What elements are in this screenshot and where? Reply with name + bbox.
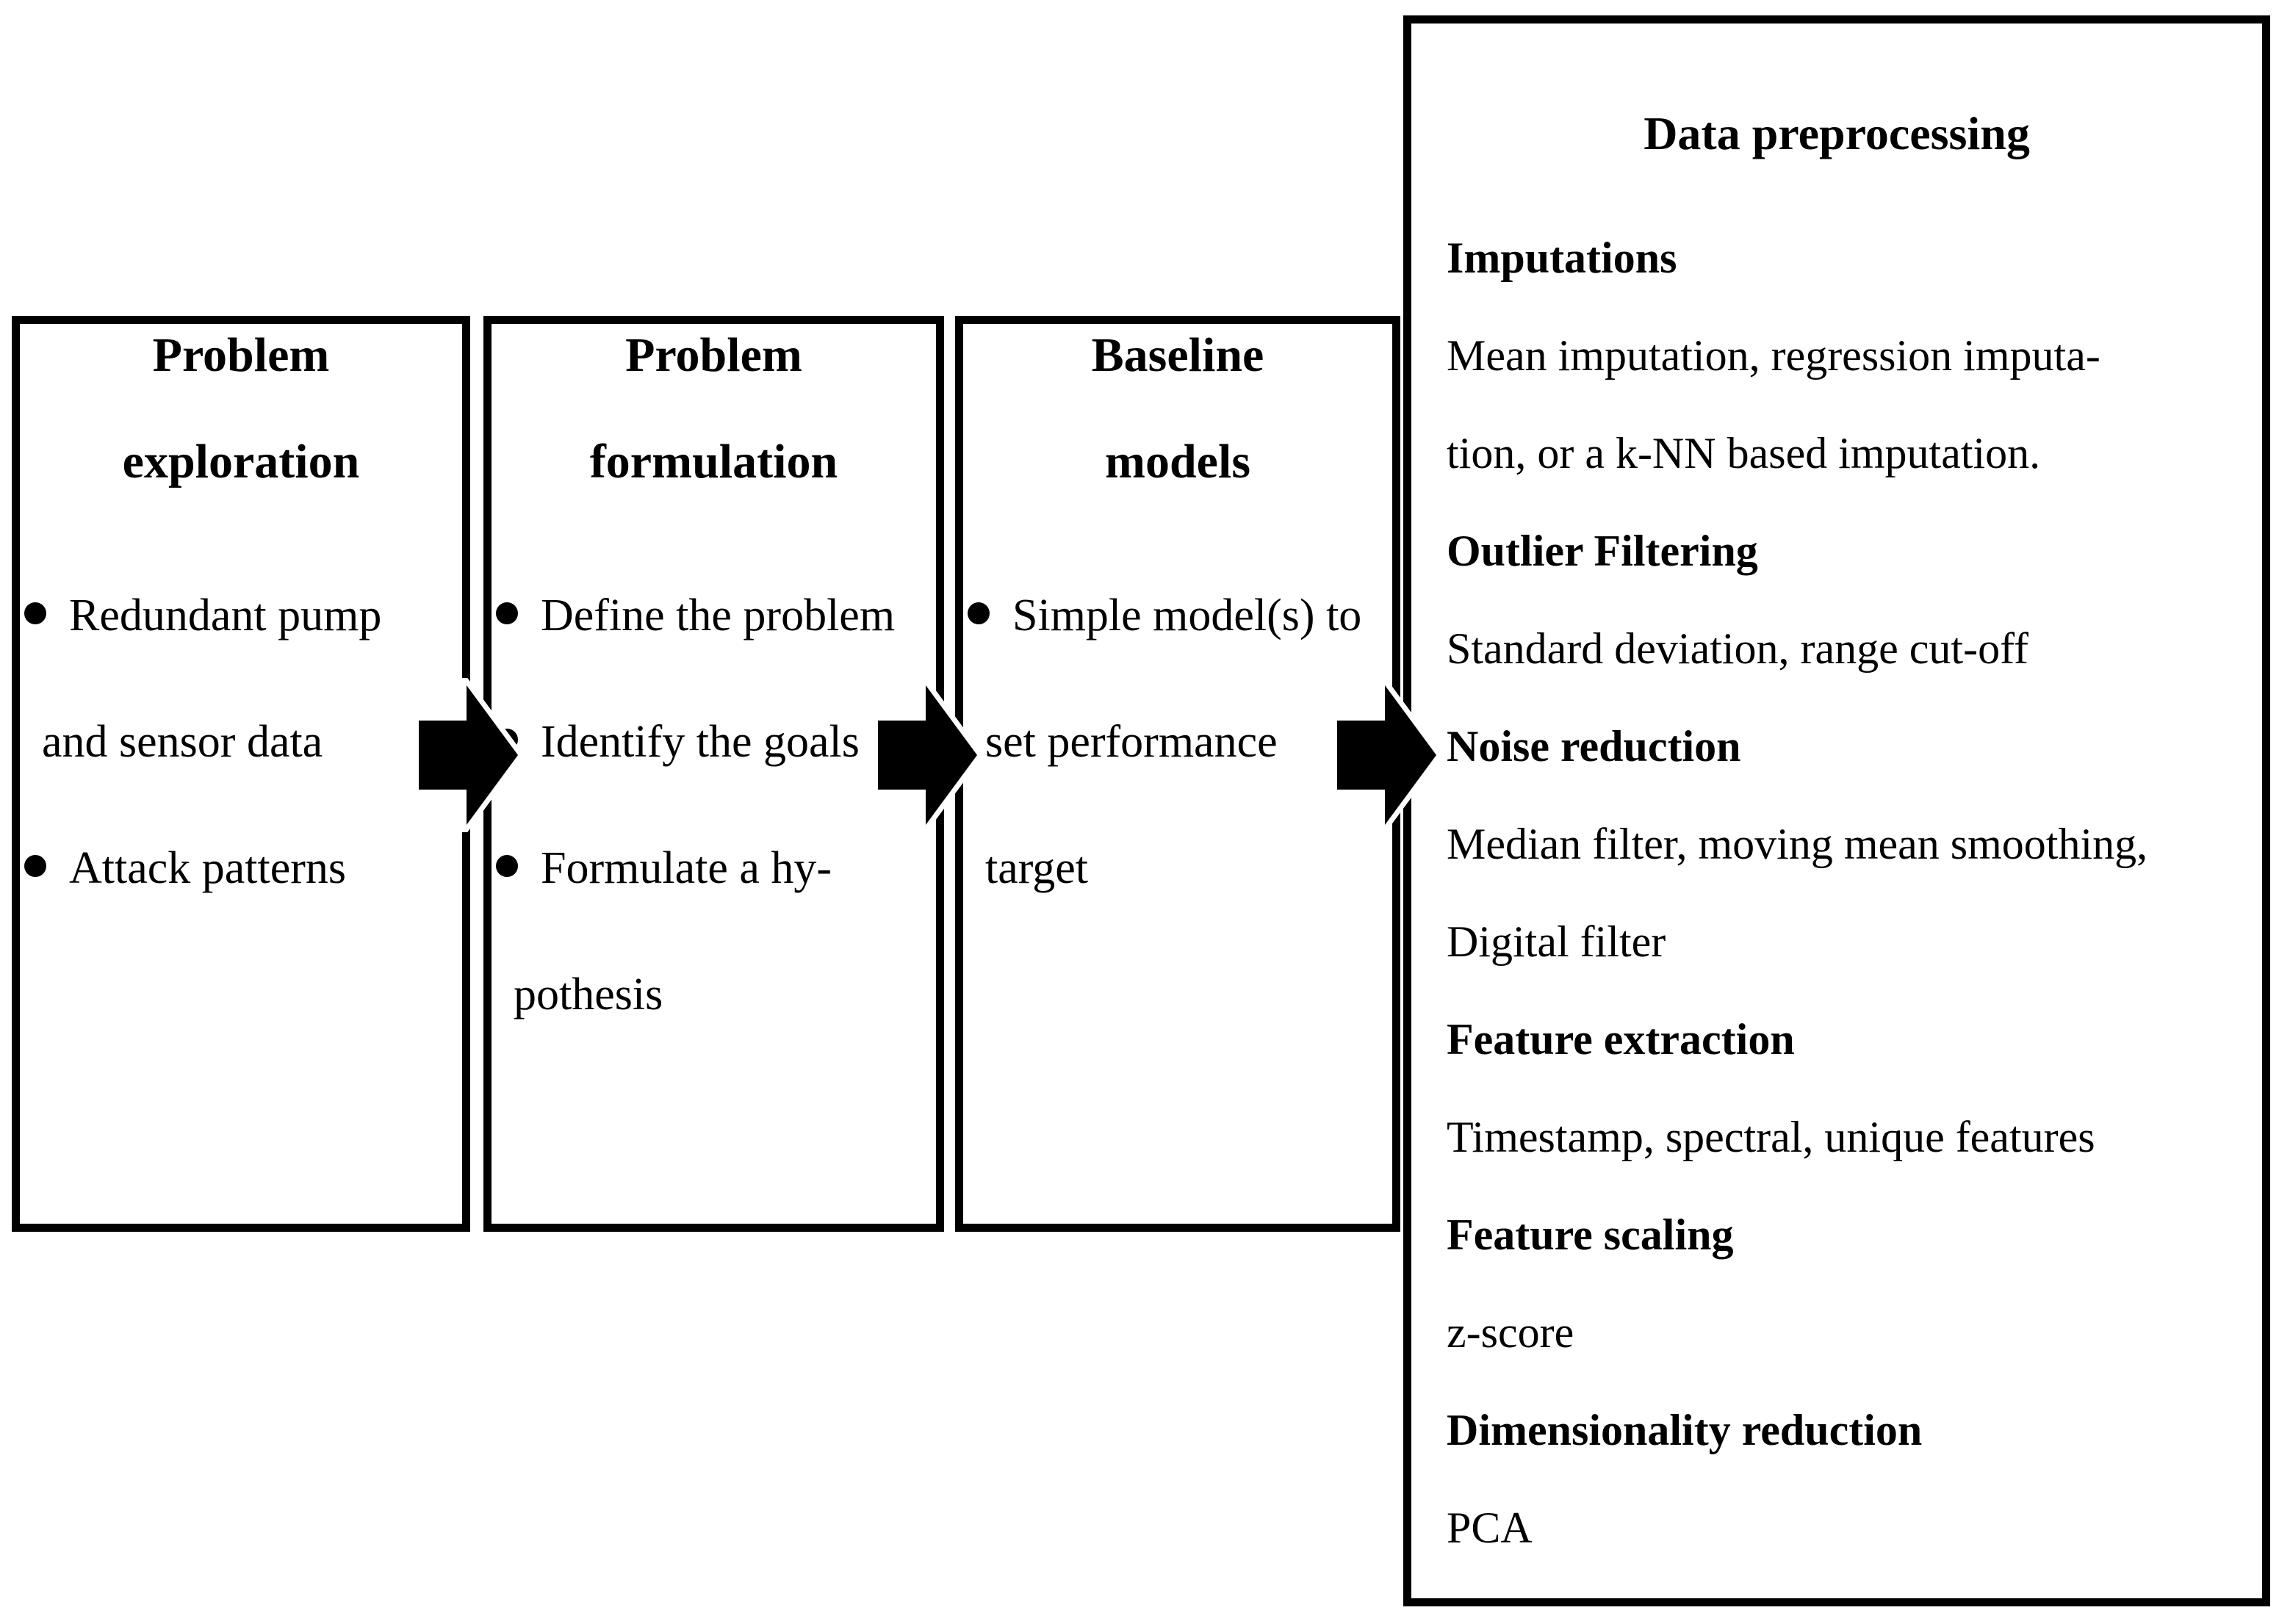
stage-title-line: models xyxy=(1105,435,1250,488)
bullet-text: target xyxy=(985,843,1089,893)
bullet-icon xyxy=(24,602,46,624)
section-body-line: PCA xyxy=(1447,1504,1533,1552)
stage-title-line: Baseline xyxy=(1091,328,1264,382)
list-item: Formulate a hy- xyxy=(492,805,933,931)
stage-title-line: Problem xyxy=(152,328,330,382)
stage-title: Problem formulation xyxy=(492,302,936,515)
list-item: Simple model(s) to xyxy=(963,552,1389,679)
flow-arrow-icon xyxy=(874,678,984,832)
section-heading: Outlier Filtering xyxy=(1447,527,1758,575)
panel-title: Data preprocessing xyxy=(1643,107,2030,159)
section-body-line: tion, or a k-NN based imputation. xyxy=(1447,429,2041,477)
bullet-text: Simple model(s) to xyxy=(1012,591,1362,640)
list-item-continuation: and sensor data xyxy=(20,679,459,805)
bullet-text: pothesis xyxy=(514,970,663,1019)
section-body-line: Standard deviation, range cut-off xyxy=(1447,624,2028,673)
list-item: Define the problem xyxy=(492,552,933,679)
flow-arrow-icon xyxy=(1333,678,1443,832)
panel-data-preprocessing: Data preprocessing Imputations Mean impu… xyxy=(1403,15,2270,1606)
bullet-icon xyxy=(968,602,990,624)
list-item: Redundant pump xyxy=(20,552,459,679)
stage-box-problem-exploration: Problem exploration Redundant pump and s… xyxy=(12,316,470,1232)
section-heading: Feature scaling xyxy=(1447,1210,1734,1259)
section-heading: Noise reduction xyxy=(1447,722,1741,771)
section-body-line: Median filter, moving mean smoothing, xyxy=(1447,820,2148,868)
stage-title-line: exploration xyxy=(122,435,360,488)
list-item-continuation: set performance xyxy=(963,679,1389,805)
bullet-text: Redundant pump xyxy=(69,591,382,640)
list-item: Attack patterns xyxy=(20,805,459,931)
stage-box-problem-formulation: Problem formulation Define the problem I… xyxy=(483,316,944,1232)
bullet-text: set performance xyxy=(985,717,1278,767)
list-item-continuation: target xyxy=(963,805,1389,931)
section-body-line: Digital filter xyxy=(1447,917,1666,966)
section-heading: Dimensionality reduction xyxy=(1447,1406,1923,1454)
stage-title: Baseline models xyxy=(963,302,1392,515)
section-body-line: Timestamp, spectral, unique features xyxy=(1447,1113,2095,1161)
list-item-continuation: pothesis xyxy=(492,931,933,1058)
list-item: Identify the goals xyxy=(492,679,933,805)
bullet-list: Redundant pump and sensor data Attack pa… xyxy=(20,552,459,931)
bullet-list: Define the problem Identify the goals Fo… xyxy=(492,552,933,1058)
bullet-icon xyxy=(496,602,518,624)
bullet-text: Define the problem xyxy=(541,591,896,640)
stage-box-baseline-models: Baseline models Simple model(s) to set p… xyxy=(955,316,1400,1232)
bullet-icon xyxy=(496,855,518,877)
bullet-text: Identify the goals xyxy=(541,717,860,767)
bullet-icon xyxy=(24,855,46,877)
stage-title: Problem exploration xyxy=(20,302,462,515)
section-heading: Imputations xyxy=(1447,234,1677,282)
bullet-text: Attack patterns xyxy=(69,843,347,893)
section-heading: Feature extraction xyxy=(1447,1015,1795,1064)
stage-title-line: Problem xyxy=(625,328,802,382)
section-body-line: Mean imputation, regression imputa- xyxy=(1447,331,2100,380)
panel-content: Imputations Mean imputation, regression … xyxy=(1447,209,2255,1577)
bullet-text: and sensor data xyxy=(42,717,323,767)
bullet-list: Simple model(s) to set performance targe… xyxy=(963,552,1389,931)
stage-title-line: formulation xyxy=(589,435,838,488)
section-body-line: z-score xyxy=(1447,1308,1574,1357)
bullet-text: Formulate a hy- xyxy=(541,843,832,893)
flow-arrow-icon xyxy=(415,678,525,832)
